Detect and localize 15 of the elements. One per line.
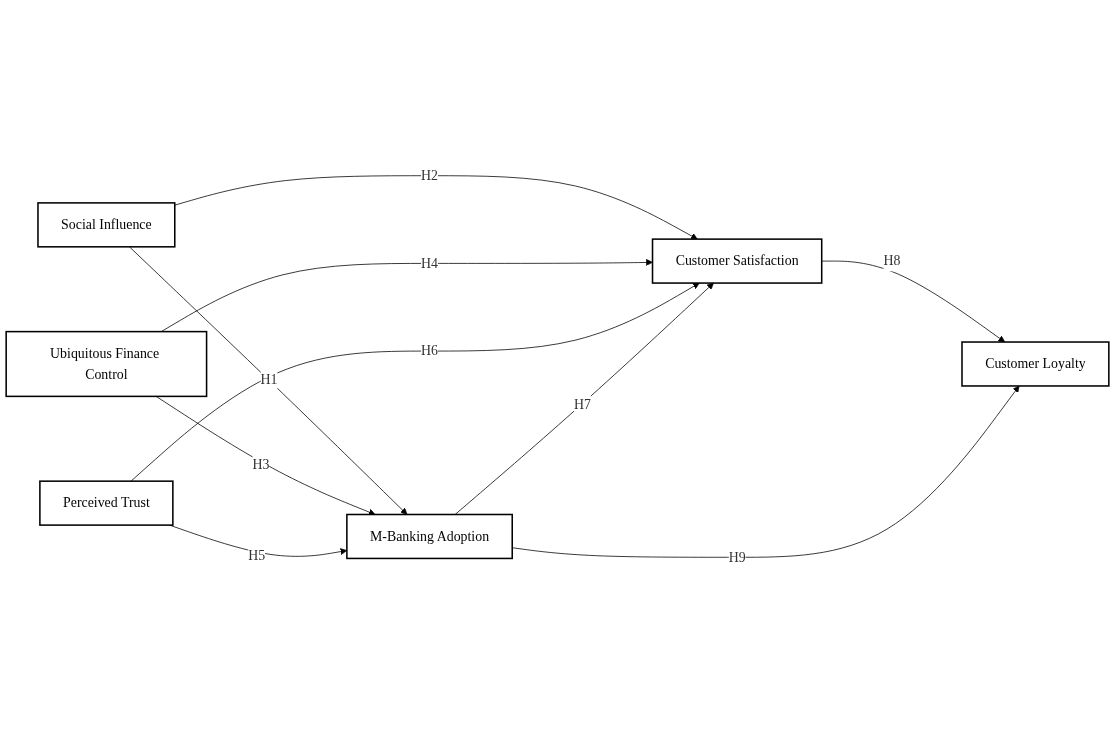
node-box: Perceived Trust — [39, 480, 174, 526]
edge-label: H2 — [421, 167, 439, 184]
node-box: Customer Satisfaction — [651, 238, 823, 284]
edge-label: H8 — [883, 252, 901, 269]
edge-label: H5 — [248, 547, 266, 563]
node-box: M-Banking Adoption — [346, 513, 513, 560]
edge-label: H9 — [728, 549, 746, 565]
edge-label: H7 — [573, 397, 591, 413]
node-box: Customer Loyalty — [961, 341, 1110, 387]
node-box: Social Influence — [37, 202, 176, 248]
edge-label: H6 — [421, 342, 439, 359]
edge-label: H1 — [260, 371, 278, 388]
node-box: Ubiquitous Finance Control — [5, 330, 208, 398]
edge-label: H4 — [421, 255, 439, 271]
edge-label: H3 — [252, 456, 270, 472]
